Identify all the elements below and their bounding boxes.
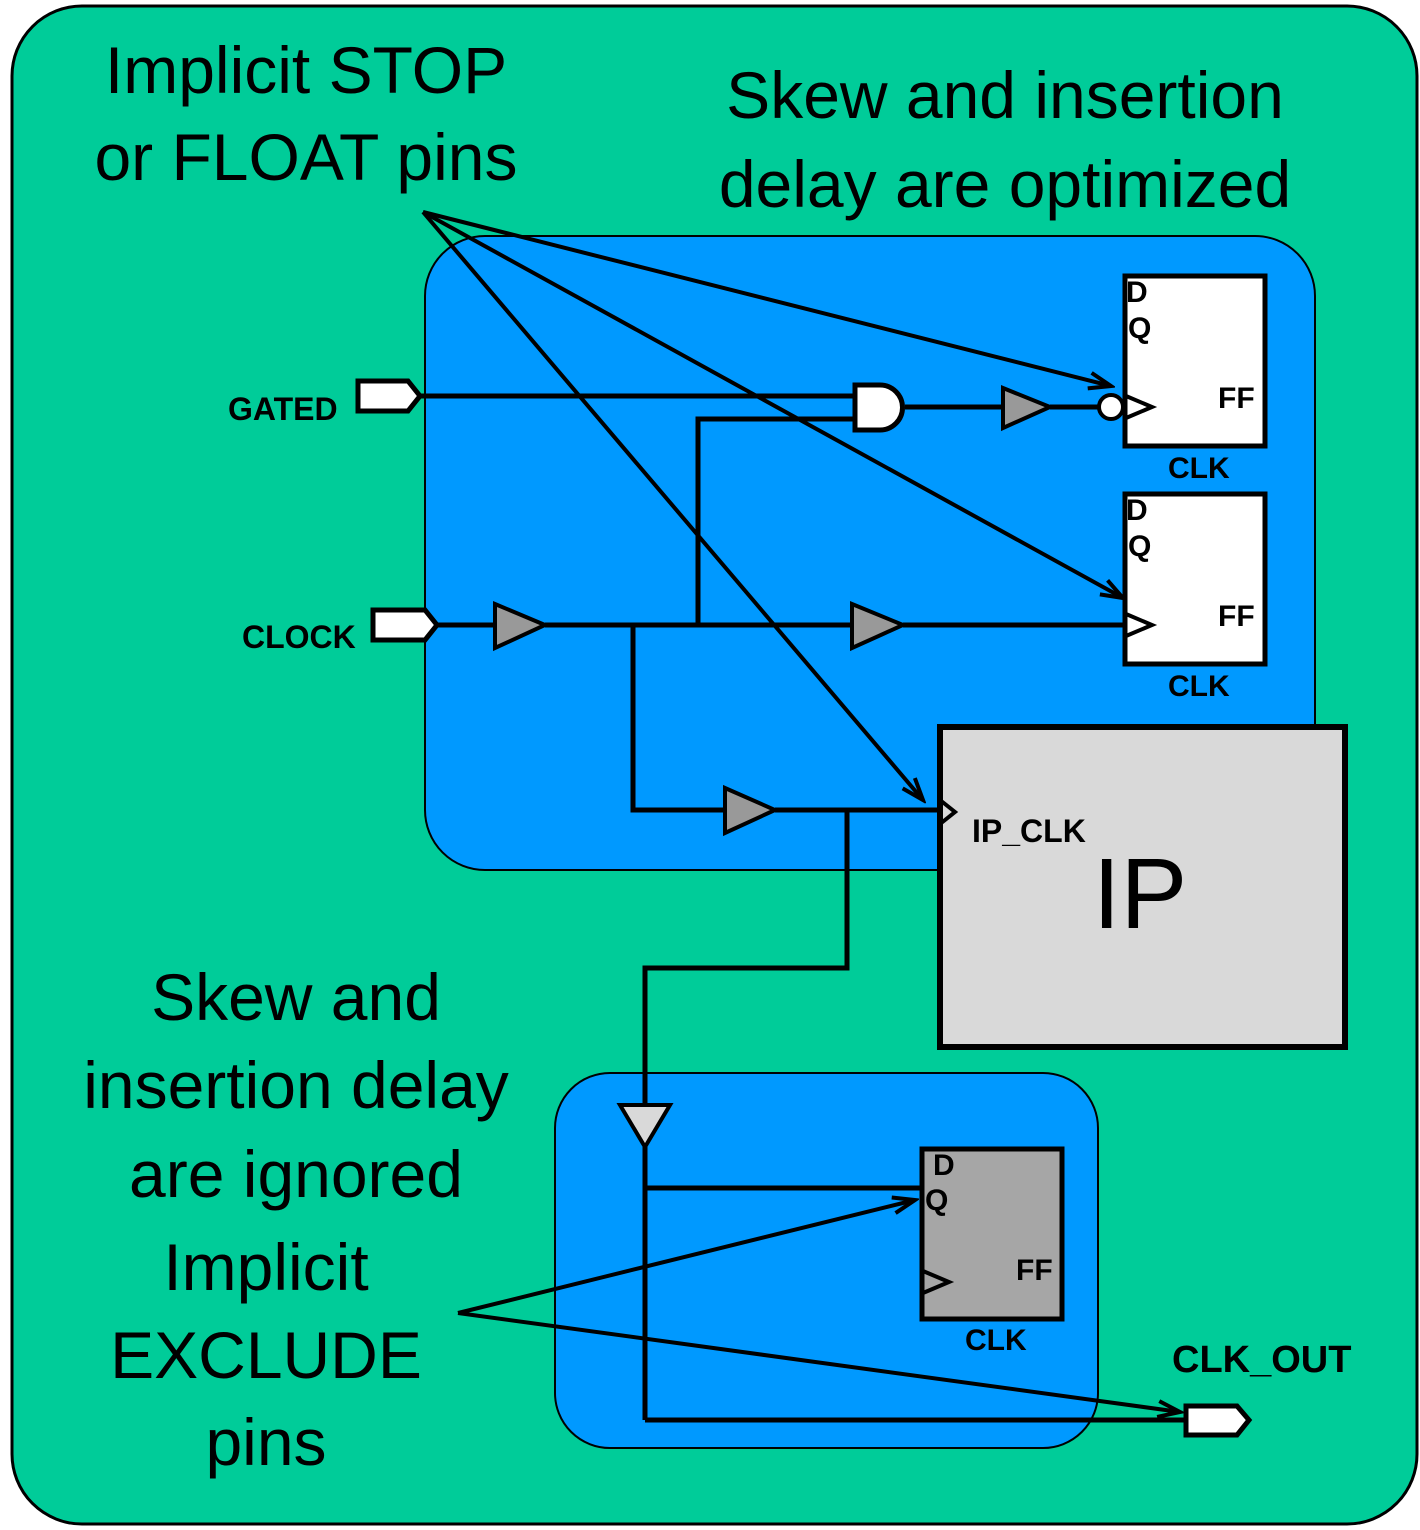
flip-flop-1-clock-triangle-icon bbox=[1125, 394, 1158, 420]
flip-flop-3-clock-triangle-icon bbox=[922, 1269, 955, 1295]
gated-port-label: GATED bbox=[228, 391, 338, 427]
clock-port-label: CLOCK bbox=[242, 619, 356, 655]
ignored-annotation-line3: are ignored bbox=[129, 1137, 463, 1211]
flip-flop-2-q-label: Q bbox=[1128, 530, 1151, 563]
and-gate-icon bbox=[852, 382, 905, 433]
stop-float-annotation-line2: or FLOAT pins bbox=[94, 120, 517, 194]
ff2-path-buffer-icon bbox=[850, 601, 909, 652]
flip-flop-3-q-label: Q bbox=[925, 1184, 948, 1217]
stop-float-arrows bbox=[421, 210, 1123, 800]
ignored-annotation-line2: insertion delay bbox=[83, 1048, 509, 1122]
flip-flop-2-clk-label: CLK bbox=[1168, 670, 1230, 703]
exclude-annotation-line2: EXCLUDE bbox=[110, 1318, 422, 1392]
flip-flop-1-q-label: Q bbox=[1128, 312, 1151, 345]
flip-flop-2-d-label: D bbox=[1126, 494, 1148, 527]
gated-port-icon[interactable] bbox=[355, 378, 424, 414]
clock-port-icon[interactable] bbox=[370, 607, 441, 643]
optimized-annotation-line2: delay are optimized bbox=[719, 147, 1291, 221]
ip-block bbox=[937, 724, 1348, 1050]
flip-flop-3-clk-label: CLK bbox=[965, 1324, 1027, 1357]
ignored-annotation-line1: Skew and bbox=[151, 960, 441, 1034]
lower-region-buffer-icon bbox=[616, 1103, 674, 1151]
exclude-annotation-line1: Implicit bbox=[163, 1230, 368, 1304]
flip-flop-3-excluded bbox=[919, 1146, 1065, 1322]
flip-flop-3-d-label: D bbox=[933, 1149, 955, 1182]
flip-flop-1 bbox=[1122, 273, 1268, 449]
exclude-arrows bbox=[457, 1200, 1180, 1412]
clk-out-port-label: CLK_OUT bbox=[1172, 1339, 1351, 1381]
gated-path-buffer-icon bbox=[1001, 385, 1056, 432]
ip-clk-pin-label: IP_CLK bbox=[972, 813, 1086, 849]
flip-flop-2-type-label: FF bbox=[1218, 600, 1255, 633]
flip-flop-2 bbox=[1122, 491, 1268, 667]
ip-block-label: IP bbox=[1093, 838, 1187, 950]
clock-wires bbox=[420, 393, 1186, 1423]
ip-clk-pin-icon bbox=[938, 798, 959, 826]
ip-path-buffer-icon bbox=[723, 784, 780, 837]
clock-input-buffer-icon bbox=[493, 600, 550, 652]
flip-flop-3-type-label: FF bbox=[1016, 1254, 1053, 1287]
stop-float-annotation-line1: Implicit STOP bbox=[105, 33, 507, 107]
flip-flop-2-clock-triangle-icon bbox=[1125, 612, 1158, 638]
flip-flop-1-type-label: FF bbox=[1218, 382, 1255, 415]
flip-flop-1-d-label: D bbox=[1126, 276, 1148, 309]
flip-flop-1-clk-label: CLK bbox=[1168, 452, 1230, 485]
clk-out-port-icon[interactable] bbox=[1183, 1403, 1253, 1438]
optimized-annotation-line1: Skew and insertion bbox=[726, 58, 1284, 132]
inversion-bubble-icon bbox=[1097, 393, 1125, 421]
exclude-annotation-line3: pins bbox=[205, 1405, 326, 1479]
